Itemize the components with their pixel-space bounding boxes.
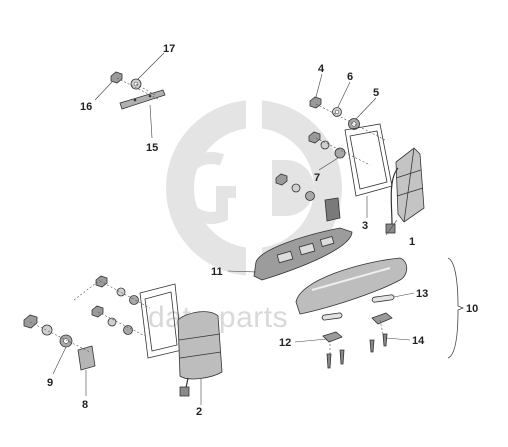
callout-9: 9 [47, 377, 53, 389]
lower-left-hardware-cluster [91, 275, 139, 335]
callout-13: 13 [416, 288, 428, 300]
part-7-hardware-lower [275, 173, 315, 201]
callout-7: 7 [314, 172, 320, 184]
part-11-center-housing [253, 227, 353, 281]
callout-4: 4 [318, 63, 325, 75]
part-9-nut [23, 314, 38, 329]
part-7-hardware-upper [308, 131, 346, 159]
part-3-gasket [344, 123, 393, 197]
callout-leaders [52, 52, 415, 405]
callout-1: 1 [409, 236, 415, 248]
part-9-washers [41, 324, 73, 348]
callout-8: 8 [82, 399, 88, 411]
part-12-bulb-holder [321, 312, 343, 343]
callout-16: 16 [80, 101, 92, 113]
part-14-screws [326, 333, 388, 369]
part-10-lens-cover [295, 257, 408, 315]
callout-11: 11 [211, 266, 223, 278]
callout-10: 10 [466, 303, 478, 315]
part-6-washer [332, 107, 342, 117]
callout-6: 6 [347, 71, 353, 83]
watermark-logo [166, 100, 342, 276]
small-plate [324, 197, 341, 222]
callout-15: 15 [146, 142, 158, 154]
part-5-lockwasher [348, 118, 360, 130]
part-13-bulb-holder [371, 294, 395, 325]
callout-10-bracket [447, 257, 465, 359]
callout-14: 14 [412, 335, 425, 347]
callout-2: 2 [196, 406, 202, 418]
part-16-nut [110, 71, 123, 84]
part-15-bracket [119, 89, 166, 110]
part-1-tail-lamp [385, 147, 425, 234]
callout-3: 3 [362, 220, 368, 232]
callout-12: 12 [279, 337, 291, 349]
callout-5: 5 [373, 87, 379, 99]
part-2-tail-lamp [177, 311, 223, 397]
callout-17: 17 [163, 43, 175, 55]
part-4-nut [309, 96, 322, 109]
part-8-plate [77, 345, 96, 371]
